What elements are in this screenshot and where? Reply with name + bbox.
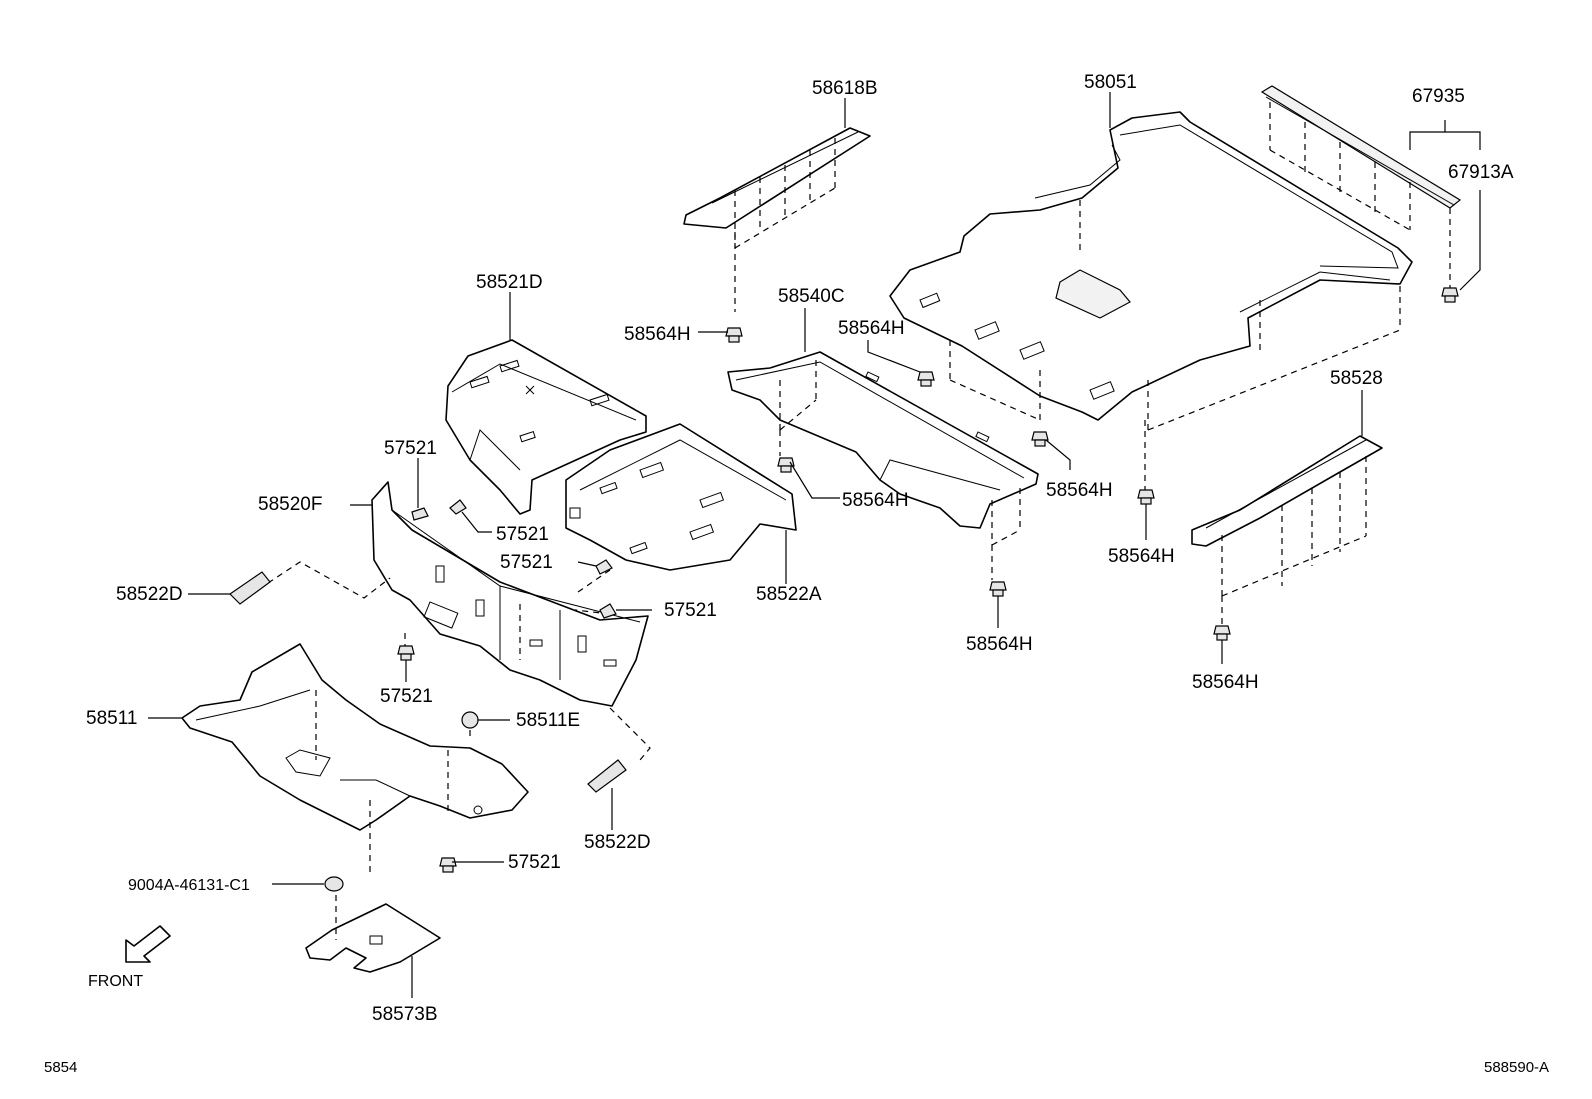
label-57521-3: 57521 bbox=[500, 552, 553, 573]
label-57521-4: 57521 bbox=[664, 600, 717, 621]
clip-58522D-2 bbox=[587, 759, 627, 793]
label-58051: 58051 bbox=[1084, 72, 1137, 93]
label-57521-5: 57521 bbox=[380, 686, 433, 707]
part-58573B bbox=[305, 895, 441, 973]
label-58540C: 58540C bbox=[778, 286, 845, 307]
label-58511E: 58511E bbox=[516, 710, 580, 731]
clip-57521-2 bbox=[449, 499, 467, 515]
label-58573B: 58573B bbox=[372, 1004, 438, 1025]
clip-67913A bbox=[1441, 287, 1459, 303]
label-58564H-1: 58564H bbox=[624, 324, 691, 345]
clip-58564H-1 bbox=[725, 327, 743, 343]
label-58618B: 58618B bbox=[812, 78, 878, 99]
part-58511 bbox=[181, 643, 529, 876]
leader-lines bbox=[188, 331, 1223, 885]
label-58564H-6: 58564H bbox=[966, 634, 1033, 655]
label-58564H-3: 58564H bbox=[842, 490, 909, 511]
part-58540C bbox=[727, 351, 1039, 580]
clip-58564H-3 bbox=[777, 457, 795, 473]
part-58528 bbox=[1191, 435, 1383, 626]
clip-58564H-5 bbox=[1137, 489, 1155, 505]
part-58520F bbox=[371, 481, 649, 707]
part-58618B bbox=[683, 127, 871, 312]
clip-58564H-6 bbox=[989, 581, 1007, 597]
label-58564H-5: 58564H bbox=[1108, 546, 1175, 567]
label-67913A: 67913A bbox=[1448, 162, 1514, 183]
footer-right-code: 588590-A bbox=[1484, 1059, 1549, 1076]
part-67935 bbox=[1260, 85, 1462, 290]
clip-58511E bbox=[461, 711, 479, 729]
label-57521-2: 57521 bbox=[496, 524, 549, 545]
front-arrow-icon bbox=[125, 925, 171, 963]
clip-57521-3 bbox=[595, 559, 613, 575]
part-58051 bbox=[889, 111, 1413, 490]
clip-58564H-2 bbox=[917, 371, 935, 387]
clip-58564H-4 bbox=[1031, 431, 1049, 447]
label-58520F: 58520F bbox=[258, 494, 322, 515]
label-9004A-46131-C1: 9004A-46131-C1 bbox=[128, 877, 250, 894]
label-58528: 58528 bbox=[1330, 368, 1383, 389]
label-58564H-4: 58564H bbox=[1046, 480, 1113, 501]
clip-57521-6 bbox=[439, 857, 457, 873]
label-58564H-2: 58564H bbox=[838, 318, 905, 339]
clip-57521-4 bbox=[599, 603, 617, 619]
clip-57521-1 bbox=[411, 507, 429, 521]
label-58511: 58511 bbox=[86, 708, 137, 729]
label-58522D-2: 58522D bbox=[584, 832, 651, 853]
label-57521-6: 57521 bbox=[508, 852, 561, 873]
label-67935: 67935 bbox=[1412, 86, 1465, 107]
label-58564H-7: 58564H bbox=[1192, 672, 1259, 693]
footer-left-code: 5854 bbox=[44, 1059, 77, 1076]
clip-58564H-7 bbox=[1213, 625, 1231, 641]
part-58521D bbox=[445, 339, 647, 515]
clip-9004A bbox=[324, 876, 344, 892]
label-57521-1: 57521 bbox=[384, 438, 437, 459]
label-58521D: 58521D bbox=[476, 272, 543, 293]
part-58522A bbox=[565, 423, 797, 571]
label-58522A: 58522A bbox=[756, 584, 822, 605]
clip-58522D-1 bbox=[229, 571, 271, 605]
label-58522D-1: 58522D bbox=[116, 584, 183, 605]
label-front: FRONT bbox=[88, 973, 143, 990]
clip-57521-5 bbox=[397, 645, 415, 661]
